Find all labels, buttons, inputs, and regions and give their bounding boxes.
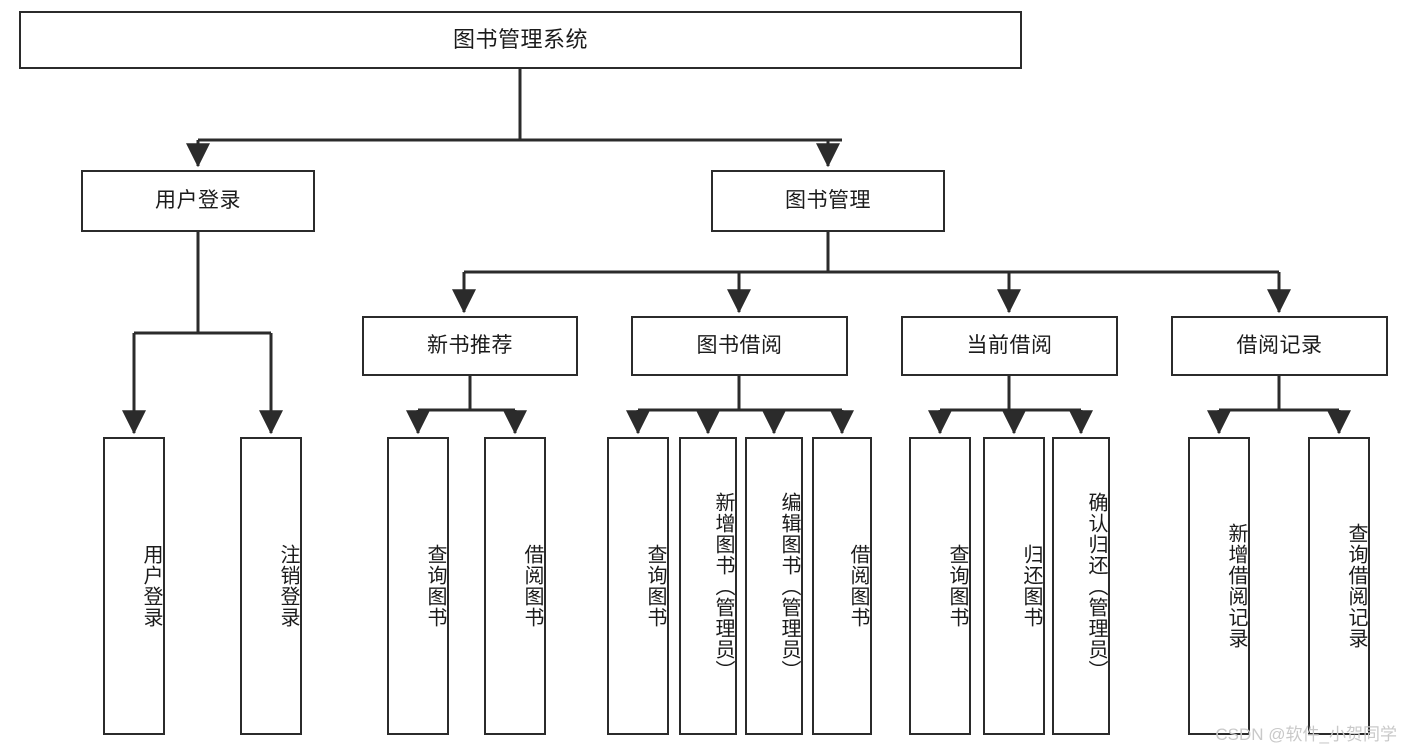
node-leaf-edit-book[interactable]: 编辑图书（管理员） <box>745 437 803 735</box>
node-leaf-confirm-return[interactable]: 确认归还（管理员） <box>1052 437 1110 735</box>
node-leaf-user-login[interactable]: 用户登录 <box>103 437 165 735</box>
node-root[interactable]: 图书管理系统 <box>19 11 1022 69</box>
node-leaf-query-book-borrow[interactable]: 查询图书 <box>607 437 669 735</box>
node-book-manage[interactable]: 图书管理 <box>711 170 945 232</box>
node-book-borrow[interactable]: 图书借阅 <box>631 316 848 376</box>
node-current-borrow[interactable]: 当前借阅 <box>901 316 1118 376</box>
node-leaf-add-book[interactable]: 新增图书（管理员） <box>679 437 737 735</box>
node-leaf-logout-login[interactable]: 注销登录 <box>240 437 302 735</box>
node-borrow-record[interactable]: 借阅记录 <box>1171 316 1388 376</box>
node-leaf-add-borrow-record[interactable]: 新增借阅记录 <box>1188 437 1250 735</box>
node-leaf-query-borrow-record[interactable]: 查询借阅记录 <box>1308 437 1370 735</box>
node-leaf-borrow-book-recommend[interactable]: 借阅图书 <box>484 437 546 735</box>
watermark-text: CSDN @软件_小贺同学 <box>1215 725 1397 744</box>
node-leaf-query-book-current[interactable]: 查询图书 <box>909 437 971 735</box>
node-new-book-recommend[interactable]: 新书推荐 <box>362 316 578 376</box>
node-user-login[interactable]: 用户登录 <box>81 170 315 232</box>
node-leaf-query-book-recommend[interactable]: 查询图书 <box>387 437 449 735</box>
node-leaf-return-book[interactable]: 归还图书 <box>983 437 1045 735</box>
node-leaf-borrow-book[interactable]: 借阅图书 <box>812 437 872 735</box>
